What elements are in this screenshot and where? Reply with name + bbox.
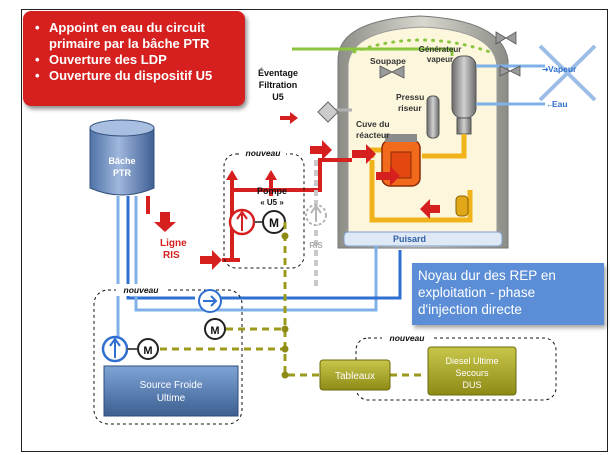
pump-ris	[305, 204, 327, 226]
label-u5: U5	[272, 92, 284, 102]
nouveau-tag-3: nouveau	[390, 333, 426, 343]
label-riseur: riseur	[398, 103, 422, 113]
label-generateur: Générateur	[419, 45, 462, 54]
label-generateur-vapeur: vapeur	[427, 55, 453, 64]
motor-label-source-2: M	[210, 325, 219, 337]
label-cuve: Cuve du	[356, 119, 390, 129]
label-source-froide: Source Froide	[140, 380, 203, 391]
source-froide-box	[103, 365, 239, 417]
steam-water-pipes	[292, 44, 597, 106]
blue-pipes	[116, 196, 402, 350]
label-secours: Secours	[455, 368, 489, 378]
pressurizer	[426, 95, 440, 139]
label-dus: DUS	[462, 380, 481, 390]
arrow-eau: ←	[546, 100, 554, 109]
pump-source	[101, 289, 226, 363]
label-diesel: Diesel Ultime	[445, 356, 498, 366]
label-ris-line: RIS	[163, 250, 180, 261]
filter-icon	[317, 101, 339, 123]
power-nodes	[281, 232, 289, 379]
label-ptr: PTR	[113, 168, 132, 178]
pump-u5	[228, 208, 286, 236]
motor-label-source: M	[143, 345, 152, 357]
tank-small	[455, 195, 469, 217]
arrow-vapeur: ➜	[542, 65, 549, 74]
label-vapeur-out: Vapeur	[548, 64, 577, 74]
caption-text: Noyau dur des REP en exploitation - phas…	[418, 268, 556, 317]
label-tableaux: Tableaux	[335, 371, 375, 382]
diesel-box	[427, 346, 517, 396]
info-item: Ouverture du dispositif U5	[33, 68, 239, 84]
label-ris-pump: RIS	[309, 241, 323, 250]
nouveau-tag-2: nouveau	[124, 285, 160, 295]
injection-arrows	[154, 140, 440, 270]
motor-label-u5: M	[269, 216, 279, 230]
info-item: Appoint en eau du circuit primaire par l…	[33, 20, 239, 52]
label-filtration: Filtration	[259, 80, 298, 90]
label-eventage: Éventage	[258, 68, 298, 78]
label-bache: Bâche	[108, 156, 135, 166]
valve-icons	[379, 31, 521, 79]
ptr-tank	[89, 119, 155, 196]
nouveau-tag-bg-2	[116, 284, 166, 296]
info-box: Appoint en eau du circuit primaire par l…	[23, 11, 245, 106]
label-ligne: Ligne	[160, 238, 187, 249]
label-ultime: Ultime	[157, 393, 186, 404]
label-pressu: Pressu	[396, 92, 424, 102]
eventage-arrow	[280, 112, 298, 124]
info-item: Ouverture des LDP	[33, 52, 239, 68]
label-pompe: Pompe	[257, 186, 287, 196]
nouveau-tag-bg-3	[382, 332, 432, 344]
label-eau-out: Eau	[552, 99, 568, 109]
info-list: Appoint en eau du circuit primaire par l…	[23, 11, 245, 84]
label-puisard: Puisard	[393, 234, 426, 244]
label-reacteur: réacteur	[356, 130, 390, 140]
caption-box: Noyau dur des REP en exploitation - phas…	[412, 263, 604, 325]
label-pompe-u5: « U5 »	[260, 198, 284, 207]
label-soupape: Soupape	[370, 56, 406, 66]
steam-generator	[451, 55, 477, 135]
nouveau-tag-1: nouveau	[246, 148, 282, 158]
nouveau-boxes	[93, 153, 557, 425]
tableaux-box	[319, 359, 391, 391]
nouveau-tag-bg-1	[240, 147, 286, 159]
